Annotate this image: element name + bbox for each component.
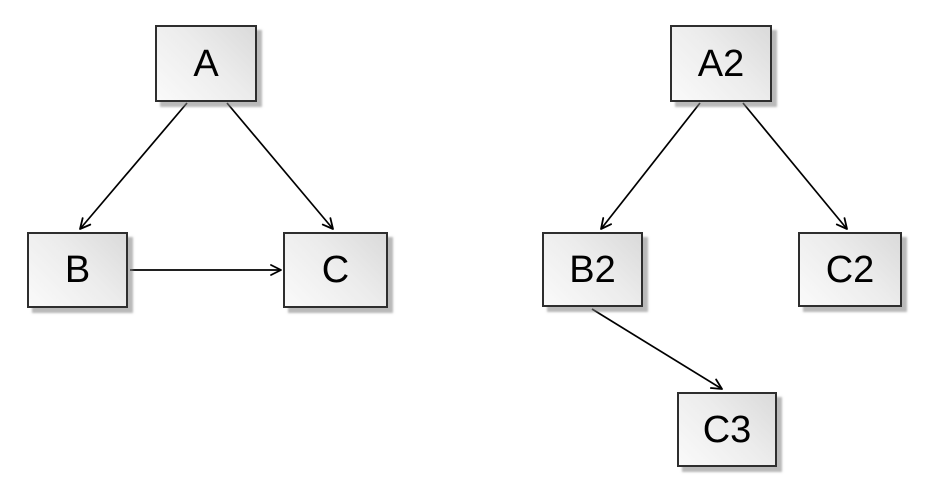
edge-A2-C2	[742, 102, 848, 230]
node-C2-label: C2	[825, 248, 875, 291]
node-C[interactable]: C	[283, 232, 388, 308]
node-C-label: C	[321, 249, 350, 291]
node-B[interactable]: B	[27, 232, 128, 308]
edge-B2-C3	[591, 308, 723, 390]
node-B2-label: B2	[569, 248, 616, 291]
node-B-label: B	[64, 249, 91, 291]
node-A[interactable]: A	[155, 25, 257, 102]
node-A2-label: A2	[697, 42, 745, 85]
node-C3[interactable]: C3	[677, 392, 777, 467]
edge-A2-B2	[600, 102, 701, 230]
node-A-label: A	[193, 42, 219, 85]
node-C2[interactable]: C2	[798, 232, 902, 307]
node-C3-label: C3	[702, 408, 752, 451]
edge-A-B	[79, 102, 188, 230]
node-B2[interactable]: B2	[542, 232, 643, 307]
node-A2[interactable]: A2	[670, 25, 772, 102]
edge-A-C	[226, 102, 334, 230]
